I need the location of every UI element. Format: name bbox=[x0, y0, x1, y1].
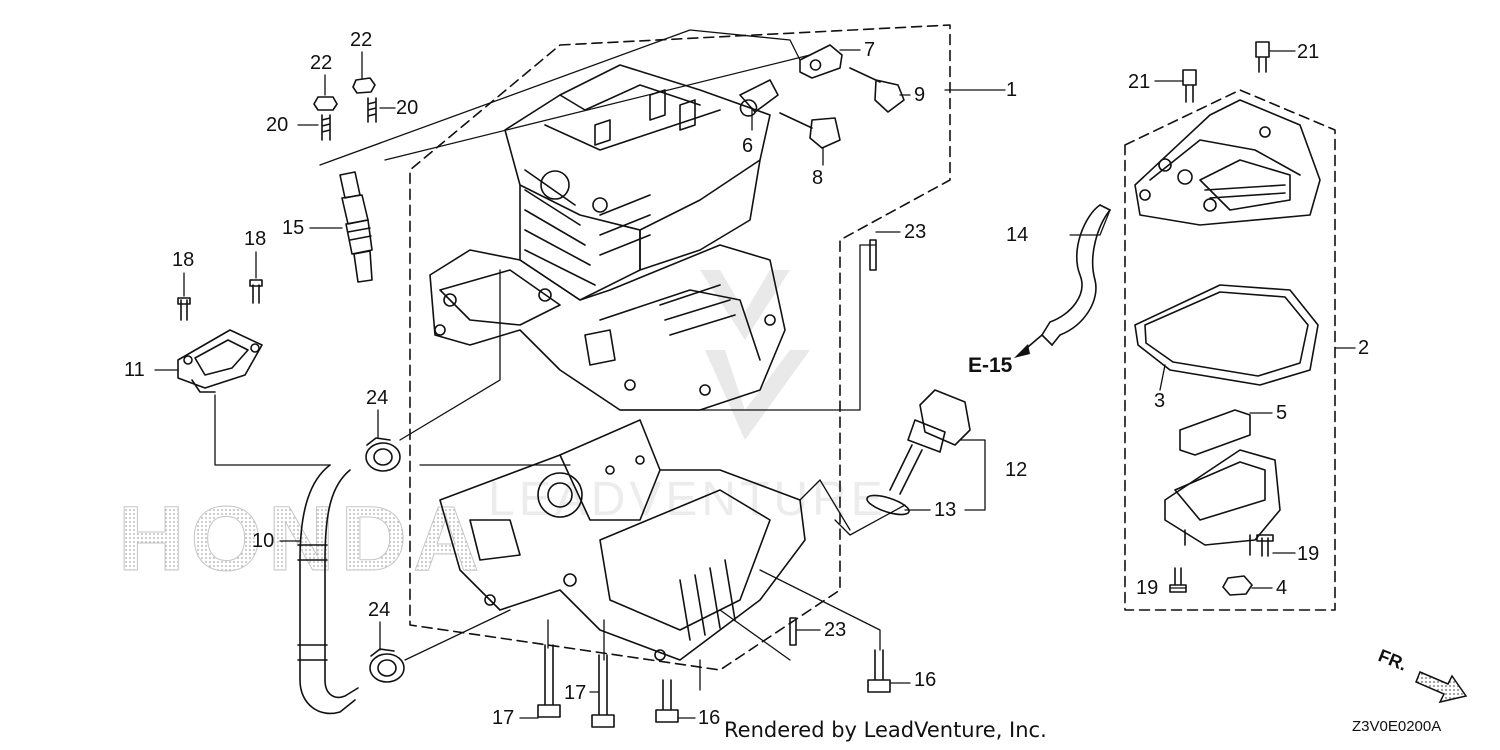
callout-24-lower: 24 bbox=[368, 599, 391, 621]
callout-17-right: 17 bbox=[564, 682, 587, 704]
leadventure-watermark-text: LEADVENTURE bbox=[488, 473, 887, 526]
reference-arrowhead bbox=[1014, 344, 1030, 358]
screw-21-left bbox=[1182, 69, 1197, 103]
callout-23-upper: 23 bbox=[904, 221, 927, 243]
bolt-16-left bbox=[655, 679, 679, 723]
assembly-outline-1 bbox=[409, 24, 951, 671]
crankcase-lower bbox=[439, 419, 806, 661]
callout-4: 4 bbox=[1276, 577, 1288, 599]
bolt-17-right bbox=[591, 654, 615, 728]
callout-19-right: 19 bbox=[1297, 543, 1320, 565]
diagram-code: Z3V0E0200A bbox=[1352, 718, 1442, 735]
callout-1: 1 bbox=[1006, 79, 1018, 101]
hose-bands bbox=[297, 544, 328, 661]
rocker-6 bbox=[739, 79, 779, 117]
cylinder-assembly bbox=[504, 64, 771, 301]
screw-19-left bbox=[1169, 567, 1187, 593]
honda-watermark-logo: HONDA bbox=[118, 488, 485, 591]
callout-16-left: 16 bbox=[698, 707, 721, 729]
spark-plug bbox=[339, 171, 373, 283]
stud-20-left bbox=[321, 114, 331, 141]
nut-4 bbox=[1222, 575, 1253, 596]
head-cover bbox=[1134, 99, 1321, 226]
callout-14: 14 bbox=[1006, 224, 1029, 246]
footer-credit: Rendered by LeadVenture, Inc. bbox=[724, 718, 1047, 742]
callout-7: 7 bbox=[864, 39, 876, 61]
rocker-shaft-8 bbox=[779, 112, 841, 149]
callout-20-right: 20 bbox=[396, 97, 419, 119]
nut-22-left bbox=[313, 96, 338, 111]
front-direction-arrow bbox=[1415, 671, 1468, 704]
cover-plate bbox=[177, 329, 263, 393]
rocker-shaft-9 bbox=[849, 67, 905, 113]
head-cover-gasket bbox=[1134, 284, 1319, 386]
bolt-17-left bbox=[537, 644, 561, 718]
callout-21-left: 21 bbox=[1128, 71, 1151, 93]
callout-3: 3 bbox=[1154, 390, 1166, 412]
hose-clamp-lower bbox=[369, 648, 405, 683]
dipstick bbox=[889, 389, 971, 495]
callout-15: 15 bbox=[282, 217, 305, 239]
callout-10: 10 bbox=[252, 530, 275, 552]
callout-16-right: 16 bbox=[914, 669, 937, 691]
callout-17-left: 17 bbox=[492, 707, 515, 729]
dowel-pin-lower bbox=[789, 617, 797, 646]
nut-22-right bbox=[352, 77, 376, 94]
breather-plate bbox=[1164, 449, 1281, 556]
callout-24-upper: 24 bbox=[366, 387, 389, 409]
head-cover-gasket-inner bbox=[1144, 291, 1309, 377]
callout-22-right: 22 bbox=[350, 29, 373, 51]
callout-9: 9 bbox=[914, 84, 926, 106]
callout-2: 2 bbox=[1358, 337, 1370, 359]
breather-tube-ends bbox=[1041, 204, 1111, 346]
breather-tube bbox=[1041, 204, 1111, 346]
leader-lines bbox=[154, 29, 1356, 719]
callout-22-left: 22 bbox=[310, 52, 333, 74]
callout-23-lower: 23 bbox=[824, 619, 847, 641]
honda-watermark-text: HONDA bbox=[118, 488, 485, 590]
bolt-16-right bbox=[867, 649, 891, 693]
callout-11: 11 bbox=[124, 359, 145, 381]
dowel-pin-upper bbox=[869, 239, 877, 271]
callout-12: 12 bbox=[1005, 459, 1028, 481]
reference-label: E-15 bbox=[968, 354, 1013, 377]
callout-18-left: 18 bbox=[172, 249, 195, 271]
hose-clamp-upper bbox=[365, 437, 401, 472]
crankcase-upper bbox=[429, 244, 786, 411]
leadventure-watermark-logo: LEADVENTURE bbox=[488, 270, 887, 526]
callout-13: 13 bbox=[934, 499, 957, 521]
callout-19-left: 19 bbox=[1136, 577, 1159, 599]
callout-5: 5 bbox=[1276, 402, 1288, 424]
rocker-arm-7 bbox=[799, 44, 843, 79]
o-ring bbox=[866, 494, 910, 516]
callout-8: 8 bbox=[812, 167, 824, 189]
bolt-18-right bbox=[249, 279, 263, 304]
bolt-18-left bbox=[177, 297, 191, 321]
screw-19-right bbox=[1256, 534, 1274, 557]
screw-21-right bbox=[1255, 41, 1270, 73]
breather-element bbox=[1179, 409, 1251, 456]
callout-18-right: 18 bbox=[244, 228, 267, 250]
callout-6: 6 bbox=[742, 135, 754, 157]
assembly-outline-2 bbox=[1124, 89, 1336, 611]
callout-20-left: 20 bbox=[266, 114, 289, 136]
callout-21-right: 21 bbox=[1297, 41, 1320, 63]
stud-20-right bbox=[367, 97, 377, 123]
